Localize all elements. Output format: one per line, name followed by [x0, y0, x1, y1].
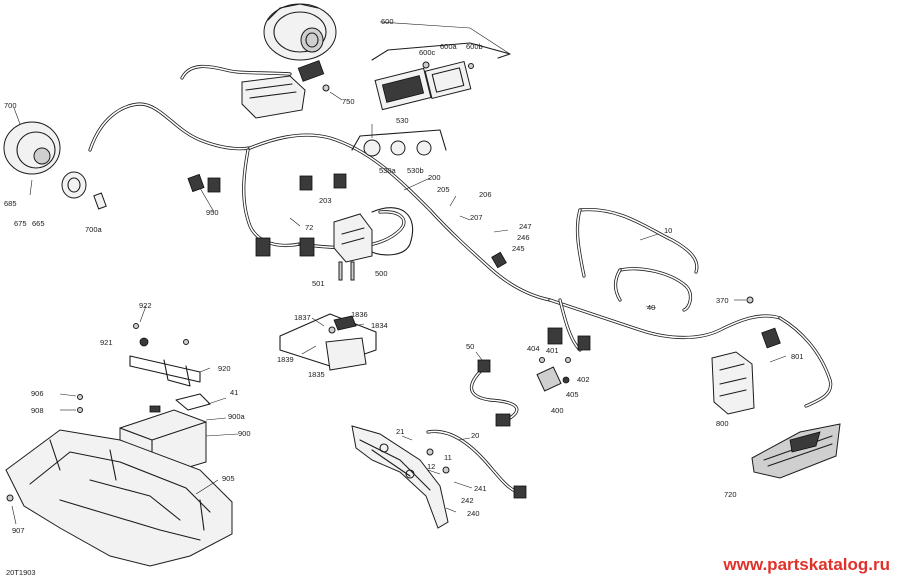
- callout-675: 675: [14, 219, 27, 228]
- leader-lines: [11, 21, 787, 525]
- callout-600c: 600c: [419, 48, 436, 57]
- callout-21: 21: [396, 427, 404, 436]
- callout-700: 700: [4, 101, 17, 110]
- callout-922: 922: [139, 301, 152, 310]
- callout-245: 245: [512, 244, 525, 253]
- callout-402: 402: [577, 375, 590, 384]
- callout-200: 200: [428, 173, 441, 182]
- battery-bracket-920: [129, 323, 201, 387]
- callout-20: 20: [471, 431, 479, 440]
- callout-41: 41: [230, 388, 238, 397]
- ecm-module: [371, 42, 511, 111]
- callout-906: 906: [31, 389, 44, 398]
- callout-242: 242: [461, 496, 474, 505]
- callout-72: 72: [305, 223, 313, 232]
- callout-1839: 1839: [277, 355, 294, 364]
- battery-tray-905: [5, 394, 233, 567]
- callout-207: 207: [470, 213, 483, 222]
- callout-11: 11: [444, 453, 452, 462]
- callout-900a: 900a: [228, 412, 246, 421]
- callout-205: 205: [437, 185, 450, 194]
- callout-700a: 700a: [85, 225, 103, 234]
- callout-50: 50: [466, 342, 474, 351]
- callout-800: 800: [716, 419, 729, 428]
- bracket-500: [333, 207, 414, 281]
- callout-530b: 530b: [407, 166, 424, 175]
- callout-1836: 1836: [351, 310, 368, 319]
- harness-50: [469, 359, 519, 427]
- callout-801: 801: [791, 352, 804, 361]
- callout-246: 246: [517, 233, 530, 242]
- callout-720: 720: [724, 490, 737, 499]
- fuse-box: [241, 60, 330, 119]
- callout-240: 240: [467, 509, 480, 518]
- callout-1835: 1835: [308, 370, 325, 379]
- headlight-left: [3, 121, 107, 210]
- bracket-240: [351, 425, 450, 529]
- callout-908: 908: [31, 406, 44, 415]
- headlight-top: [263, 3, 337, 61]
- callout-206: 206: [479, 190, 492, 199]
- harness-20: [426, 429, 527, 499]
- callout-600: 600: [381, 17, 394, 26]
- callout-labels: 600 600a 600b 600c 750 700 700a 685 675 …: [4, 17, 804, 535]
- callout-241: 241: [474, 484, 487, 493]
- callout-530: 530: [396, 116, 409, 125]
- callout-1834: 1834: [371, 321, 388, 330]
- callout-500: 500: [375, 269, 388, 278]
- callout-600a: 600a: [440, 42, 458, 51]
- callout-685: 685: [4, 199, 17, 208]
- callout-12: 12: [427, 462, 435, 471]
- main-harness: [88, 64, 782, 352]
- callout-665: 665: [32, 219, 45, 228]
- rear-harness: [575, 207, 833, 408]
- callout-405: 405: [566, 390, 579, 399]
- watermark: www.partskatalog.ru: [723, 555, 890, 574]
- callout-905: 905: [222, 474, 235, 483]
- callout-203: 203: [319, 196, 332, 205]
- actuator-400: [536, 357, 571, 392]
- tail-light-720: [751, 423, 841, 479]
- module-800: [711, 296, 781, 415]
- callout-400: 400: [551, 406, 564, 415]
- callout-370: 370: [716, 296, 729, 305]
- callout-600b: 600b: [466, 42, 483, 51]
- callout-920: 920: [218, 364, 231, 373]
- callout-907: 907: [12, 526, 25, 535]
- callout-10: 10: [664, 226, 672, 235]
- callout-40: 40: [647, 303, 655, 312]
- callout-750: 750: [342, 97, 355, 106]
- callout-401: 401: [546, 346, 559, 355]
- connector-group-530: [351, 129, 447, 157]
- callout-530a: 530a: [379, 166, 397, 175]
- callout-404: 404: [527, 344, 540, 353]
- callout-1837: 1837: [294, 313, 311, 322]
- callout-247: 247: [519, 222, 532, 231]
- callout-950: 950: [206, 208, 219, 217]
- callout-900: 900: [238, 429, 251, 438]
- callout-501: 501: [312, 279, 325, 288]
- figure-code: 20T1903: [6, 568, 36, 577]
- callout-921: 921: [100, 338, 113, 347]
- sensor-1835: [279, 313, 377, 371]
